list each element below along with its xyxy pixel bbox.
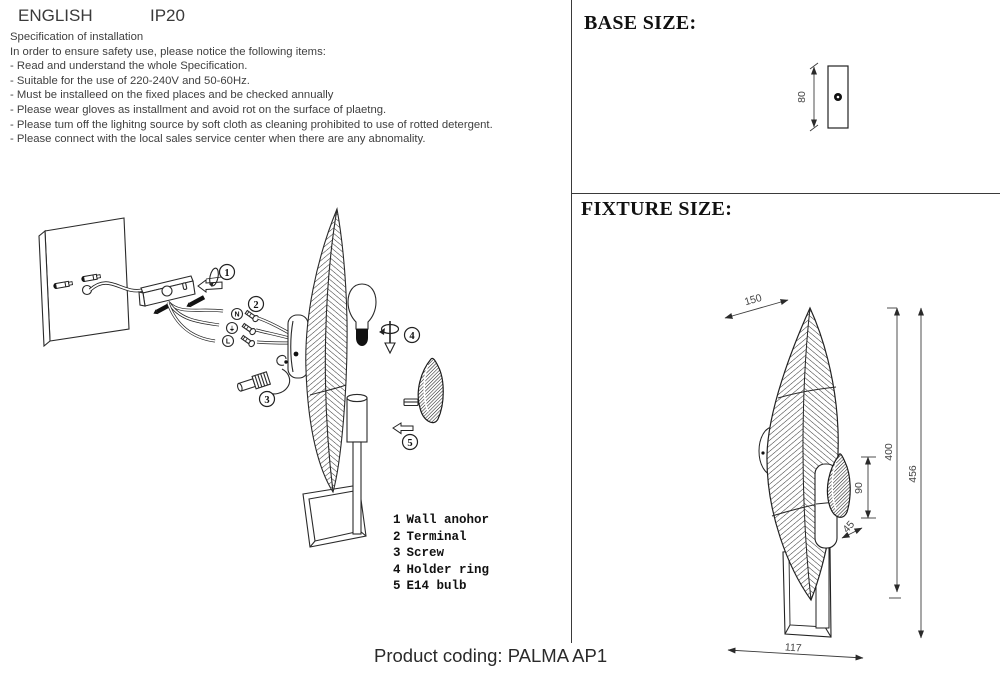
svg-text:3: 3 (264, 395, 269, 406)
svg-text:2: 2 (253, 300, 258, 311)
step-5-badge: 5 (401, 433, 419, 451)
lamp-socket (346, 393, 368, 535)
base-plate-outline (827, 65, 849, 129)
spec-item: - Suitable for the use of 220-240V and 5… (10, 74, 250, 87)
mounting-bracket (138, 275, 196, 307)
dim-90: 90 (853, 456, 876, 519)
spec-item: - Read and understand the whole Specific… (10, 60, 248, 73)
rotate-down-icon (379, 321, 400, 355)
wire-label-live: L (221, 334, 235, 348)
dim-117: 117 (727, 641, 864, 661)
insert-direction-arrow (392, 422, 414, 435)
terminal-screw (241, 322, 257, 336)
product-coding: Product coding: PALMA AP1 (374, 645, 608, 666)
dim-456: 456 (907, 307, 924, 639)
svg-text:117: 117 (784, 641, 802, 654)
base-plate (302, 484, 367, 548)
svg-text:90: 90 (853, 482, 865, 494)
svg-text:80: 80 (796, 91, 808, 103)
fixture-holder-ring (826, 453, 851, 518)
holder-ring (403, 357, 444, 424)
svg-text:L: L (226, 339, 231, 346)
wire-strands (166, 300, 224, 343)
e14-bulb (347, 283, 377, 346)
step-4-badge: 4 (403, 326, 421, 344)
svg-text:5: 5 (407, 438, 412, 449)
leaf-shade (305, 207, 348, 494)
dim-400: 400 (883, 307, 901, 599)
base-size-heading: BASE SIZE: (584, 12, 697, 34)
spec-item: - Please connect with the local sales se… (10, 133, 426, 146)
terminal-screw (244, 309, 260, 323)
lamp-wires (255, 316, 290, 345)
wall-anchor (53, 280, 74, 290)
mains-wire (88, 281, 144, 293)
svg-text:400: 400 (883, 443, 895, 461)
specification-block: Specification of installation In order t… (10, 30, 566, 147)
language-label: ENGLISH (18, 6, 93, 25)
svg-text:1: 1 (224, 268, 229, 279)
fixture-size-heading: FIXTURE SIZE: (581, 198, 733, 220)
svg-text:⏚: ⏚ (229, 326, 235, 333)
wall-anchor (81, 273, 102, 283)
step-1-badge: 1 (218, 263, 236, 281)
horizontal-divider (571, 193, 1000, 194)
dim-150: 150 (724, 292, 789, 319)
dim-80: 80 (796, 62, 819, 132)
terminal-screw (240, 334, 256, 348)
lamp-canopy (276, 314, 309, 379)
svg-text:45: 45 (840, 519, 857, 536)
svg-text:456: 456 (907, 465, 919, 483)
vertical-divider (571, 0, 572, 643)
screw-part (237, 371, 272, 392)
fixture-size-drawing: 150 400 456 90 45 117 (724, 292, 924, 661)
spec-item: - Please tum off the lighitng source by … (10, 118, 493, 131)
wall-panel (38, 217, 130, 348)
spec-item: - Please wear gloves as installment and … (10, 103, 387, 116)
base-size-drawing: 80 (796, 62, 849, 132)
svg-text:N: N (234, 312, 239, 319)
step-2-badge: 2 (247, 295, 265, 313)
exploded-installation-diagram: 1 N ⏚ L 2 (38, 207, 444, 548)
wire-label-neutral: N (230, 307, 244, 321)
ip-rating-label: IP20 (150, 6, 185, 25)
spec-title: Specification of installation (10, 31, 144, 43)
svg-text:150: 150 (743, 292, 763, 308)
spec-item: - Must be installeed on the fixed places… (10, 89, 334, 102)
svg-text:4: 4 (409, 331, 415, 342)
spec-intro: In order to ensure safety use, please no… (10, 45, 326, 58)
step-3-badge: 3 (258, 390, 276, 408)
wire-label-earth: ⏚ (225, 321, 239, 335)
fixing-screw (186, 295, 206, 308)
dim-45: 45 (840, 519, 863, 539)
